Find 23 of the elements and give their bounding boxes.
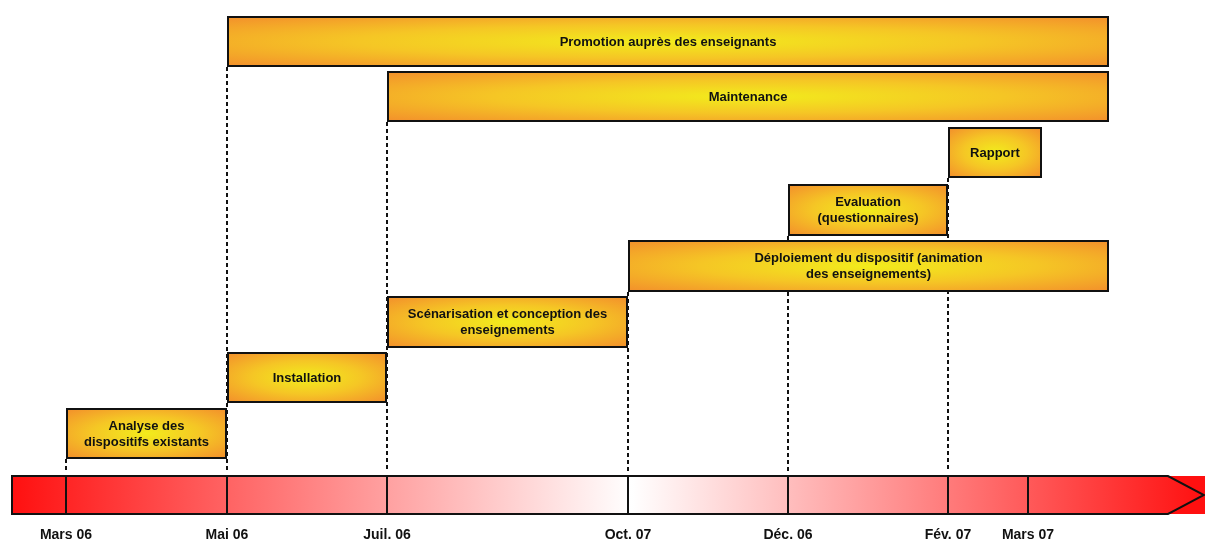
- task-label: Déploiement du dispositif (animation des enseignements): [753, 250, 984, 282]
- task-bar: [948, 127, 1042, 178]
- task-label: Maintenance: [707, 88, 789, 105]
- task-label: Scénarisation et conception des enseignements: [406, 306, 609, 338]
- date-label: Mai 06: [205, 526, 249, 541]
- date-label: Mars 07: [1001, 526, 1055, 541]
- task-bar: [788, 184, 948, 236]
- task-bar: [66, 408, 227, 459]
- task-bar: [227, 16, 1109, 67]
- task-bar: [387, 71, 1109, 122]
- task-label: Evaluation (questionnaires): [816, 194, 920, 226]
- task-bar: [387, 296, 628, 348]
- date-label: Fév. 07: [924, 526, 972, 541]
- task-label: Analyse des dispositifs existants: [83, 417, 210, 450]
- task-label: Rapport: [969, 144, 1021, 161]
- task-bar: [227, 352, 387, 403]
- task-label: Installation: [271, 369, 343, 386]
- date-label: Déc. 06: [763, 526, 813, 541]
- date-label: Oct. 07: [604, 526, 652, 541]
- date-label: Juil. 06: [363, 526, 411, 541]
- task-label: Promotion auprès des enseignants: [558, 33, 778, 50]
- date-label: Mars 06: [39, 526, 93, 541]
- task-bar: [628, 240, 1109, 292]
